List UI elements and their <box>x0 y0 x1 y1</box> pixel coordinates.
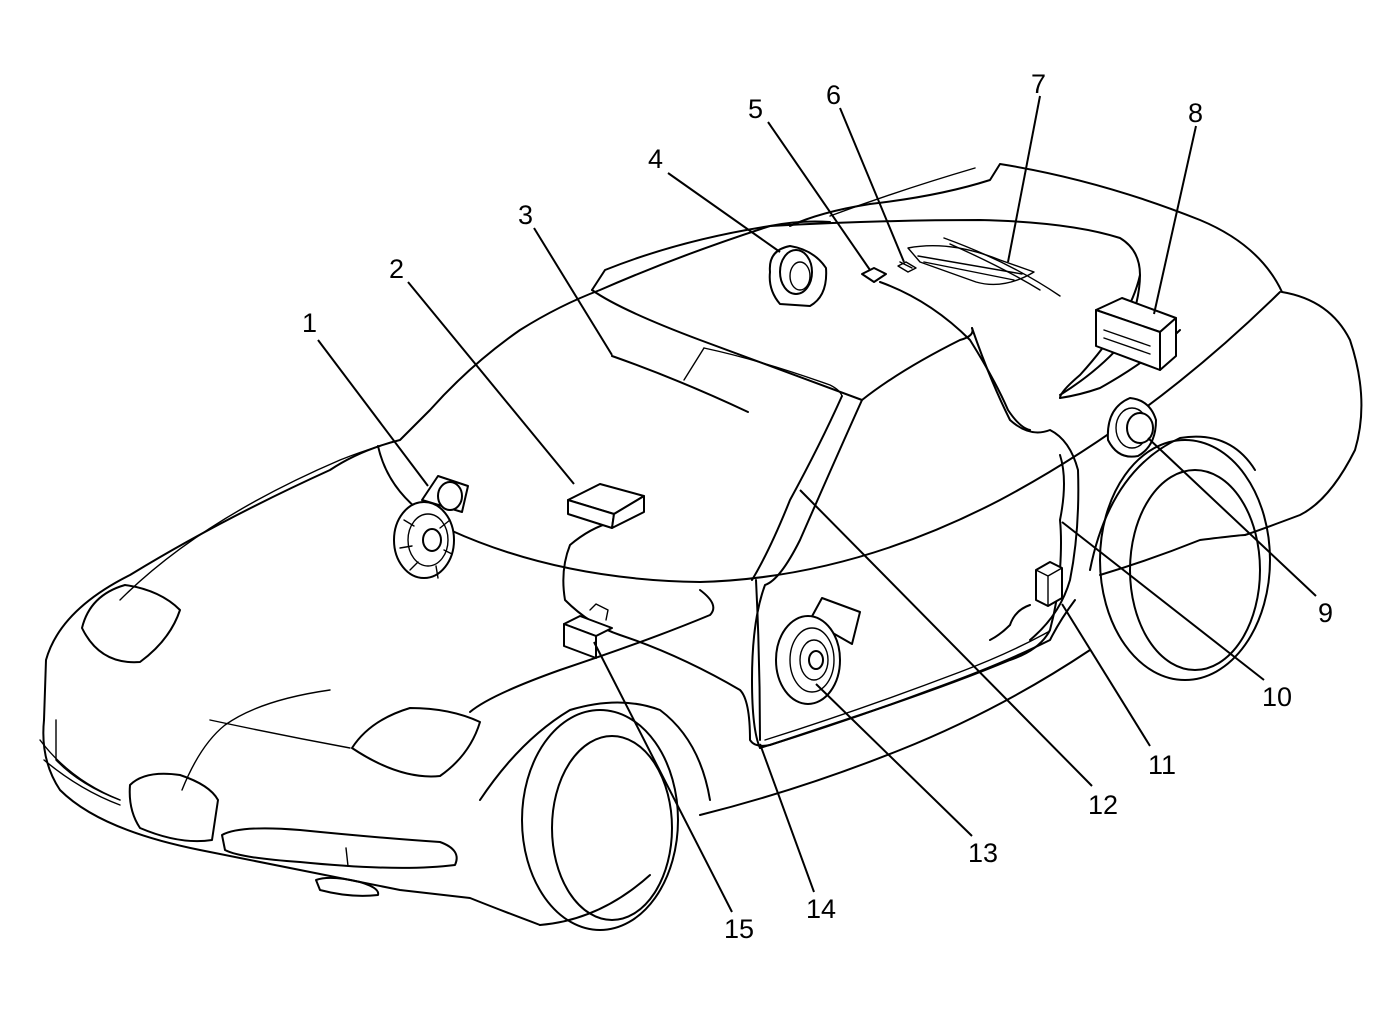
callout-2: 2 <box>389 254 404 284</box>
radio-receiver <box>1095 297 1177 371</box>
front-connector <box>563 603 613 659</box>
leader-3 <box>533 227 613 356</box>
leader-15 <box>593 641 733 913</box>
rear-window-antenna <box>897 237 1061 297</box>
leader-7 <box>1007 95 1041 263</box>
dash-speaker-top <box>768 245 828 307</box>
callout-12: 12 <box>1088 790 1118 820</box>
rear-speaker <box>1106 397 1157 458</box>
callout-11: 11 <box>1148 750 1176 780</box>
callout-5: 5 <box>748 94 763 124</box>
leader-2 <box>407 281 575 485</box>
callout-labels: 1 2 3 4 5 6 7 8 9 10 11 12 13 14 15 <box>302 69 1333 944</box>
callout-7: 7 <box>1031 69 1046 99</box>
leader-10 <box>1061 521 1265 681</box>
callout-15: 15 <box>724 914 754 944</box>
leader-11 <box>1061 603 1151 747</box>
door-speaker <box>775 597 861 705</box>
leader-8 <box>1153 125 1197 315</box>
leader-5 <box>767 121 871 271</box>
callout-4: 4 <box>648 144 663 174</box>
callout-10: 10 <box>1262 682 1292 712</box>
callout-14: 14 <box>806 894 836 924</box>
leader-12 <box>799 489 1093 787</box>
amplifier-module <box>567 483 645 529</box>
callout-3: 3 <box>518 200 533 230</box>
car-body <box>39 163 1363 931</box>
callout-9: 9 <box>1318 598 1333 628</box>
door-connector <box>989 561 1063 641</box>
wiring-harness <box>562 274 1141 747</box>
leader-lines <box>317 95 1317 913</box>
connector-small <box>861 267 887 283</box>
leader-9 <box>1147 437 1317 597</box>
callout-1: 1 <box>302 308 317 338</box>
leader-13 <box>815 683 973 837</box>
leader-6 <box>839 107 905 263</box>
leader-4 <box>667 172 781 253</box>
leader-14 <box>759 743 815 893</box>
callout-6: 6 <box>826 80 841 110</box>
callout-8: 8 <box>1188 98 1203 128</box>
instrument-panel-speaker <box>393 475 469 579</box>
components <box>393 237 1177 705</box>
callout-13: 13 <box>968 838 998 868</box>
leader-1 <box>317 339 429 487</box>
